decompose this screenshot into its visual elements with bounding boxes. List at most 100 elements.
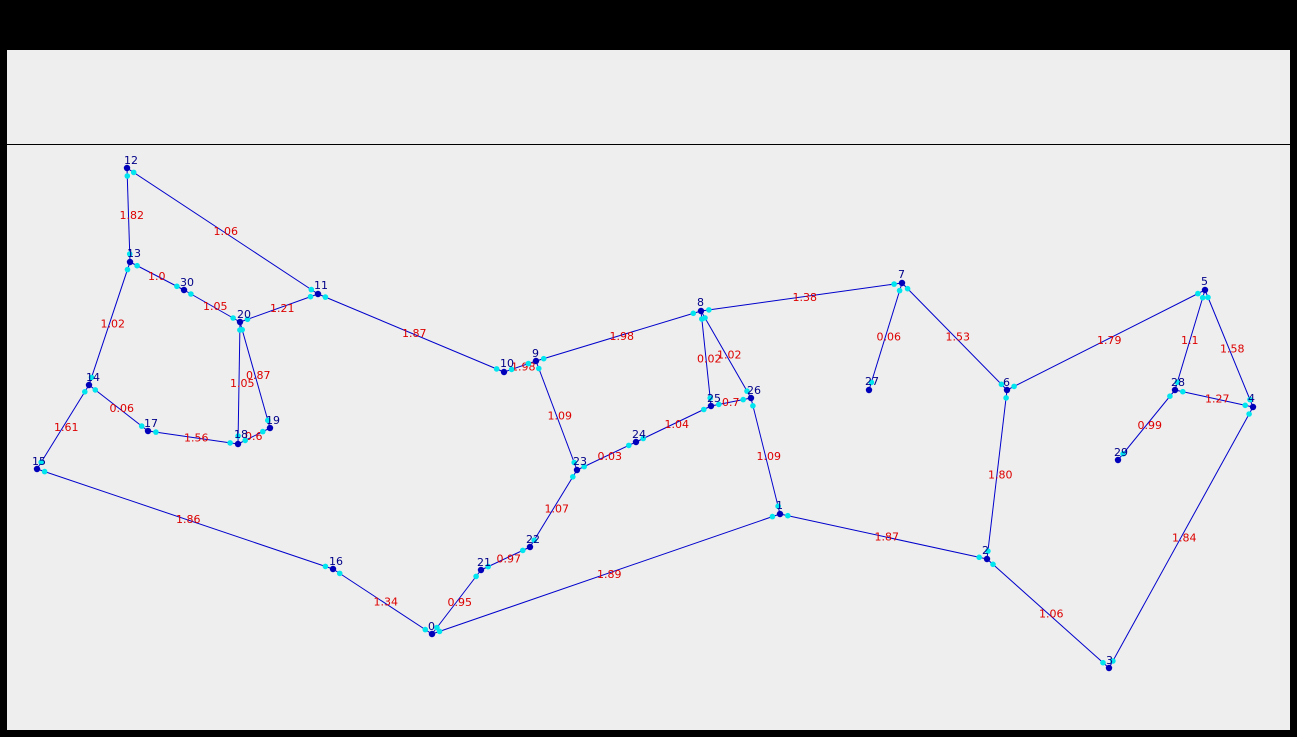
edge-weight-16-0: 1.34 xyxy=(374,596,399,609)
node-27[interactable]: 27 xyxy=(865,375,879,394)
edge-port-15-16-end xyxy=(322,563,329,570)
node-dot[interactable] xyxy=(329,565,337,573)
node-29[interactable]: 29 xyxy=(1114,446,1128,464)
edge-port-22-21-start xyxy=(520,547,526,554)
edge-20-11 xyxy=(239,293,319,323)
node-12[interactable]: 12 xyxy=(123,154,138,172)
node-16[interactable]: 16 xyxy=(329,555,343,573)
edge-port-26-1-start xyxy=(750,403,756,409)
node-dot[interactable] xyxy=(126,258,134,266)
node-dot[interactable] xyxy=(500,368,508,376)
edge-port-7-27-start xyxy=(896,287,903,294)
node-dot[interactable] xyxy=(776,510,784,518)
node-label: 19 xyxy=(266,414,280,427)
node-dot[interactable] xyxy=(33,465,41,473)
edge-14-15 xyxy=(36,384,90,470)
edge-weight-23-24: 0.03 xyxy=(598,450,623,463)
node-28[interactable]: 28 xyxy=(1171,376,1185,394)
edge-port-8-25-end xyxy=(707,395,713,401)
node-6[interactable]: 6 xyxy=(1003,376,1011,394)
node-label: 16 xyxy=(329,555,343,568)
edge-port-9-23-start xyxy=(536,365,542,372)
node-dot[interactable] xyxy=(1105,664,1113,672)
node-dot[interactable] xyxy=(898,279,906,287)
node-dot[interactable] xyxy=(85,381,93,389)
node-5[interactable]: 5 xyxy=(1201,275,1209,294)
node-dot[interactable] xyxy=(697,307,705,315)
node-14[interactable]: 14 xyxy=(85,371,100,389)
node-4[interactable]: 4 xyxy=(1248,392,1257,411)
node-dot[interactable] xyxy=(632,438,640,446)
node-dot[interactable] xyxy=(144,427,152,435)
edge-port-7-27-end xyxy=(868,379,875,386)
edge-port-26-1-end xyxy=(775,503,781,510)
node-dot[interactable] xyxy=(477,566,485,574)
node-15[interactable]: 15 xyxy=(32,455,46,473)
edge-port-9-23-end xyxy=(571,459,577,466)
node-23[interactable]: 23 xyxy=(573,455,587,474)
edge-port-6-5-end xyxy=(1195,290,1201,297)
node-7[interactable]: 7 xyxy=(898,268,906,287)
node-18[interactable]: 18 xyxy=(234,428,248,448)
node-dot[interactable] xyxy=(865,386,873,394)
node-dot[interactable] xyxy=(532,357,540,365)
node-dot[interactable] xyxy=(123,164,131,172)
edge-port-20-18-end xyxy=(235,433,241,439)
node-1[interactable]: 1 xyxy=(776,499,784,518)
edge-port-9-8-start xyxy=(540,355,547,362)
node-dot[interactable] xyxy=(1114,456,1122,464)
node-dot[interactable] xyxy=(983,555,991,563)
edge-port-14-17-start xyxy=(92,387,99,393)
node-dot[interactable] xyxy=(1171,386,1179,394)
node-dot[interactable] xyxy=(747,394,755,402)
node-2[interactable]: 2 xyxy=(982,544,991,563)
node-0[interactable]: 0 xyxy=(428,620,436,638)
edge-port-17-18-start xyxy=(153,429,159,435)
edge-13-14 xyxy=(88,261,131,386)
edge-20-18 xyxy=(237,321,241,445)
node-19[interactable]: 19 xyxy=(266,414,280,432)
node-24[interactable]: 24 xyxy=(632,428,646,446)
edge-port-17-18-end xyxy=(227,440,233,446)
node-21[interactable]: 21 xyxy=(477,556,491,574)
node-17[interactable]: 17 xyxy=(144,417,158,435)
node-label: 29 xyxy=(1114,446,1128,459)
node-dot[interactable] xyxy=(236,318,244,326)
node-22[interactable]: 22 xyxy=(526,533,540,551)
edge-0-1 xyxy=(431,513,781,635)
node-dot[interactable] xyxy=(266,424,274,432)
node-dot[interactable] xyxy=(707,402,715,410)
node-26[interactable]: 26 xyxy=(747,384,761,402)
node-dot[interactable] xyxy=(1249,403,1257,411)
node-20[interactable]: 20 xyxy=(236,308,251,326)
edge-2-3 xyxy=(986,558,1110,669)
edge-weight-8-25: 0.02 xyxy=(697,353,722,366)
edge-port-13-14-start xyxy=(124,266,131,273)
edge-port-13-14-end xyxy=(88,374,95,381)
node-10[interactable]: 10 xyxy=(500,357,514,376)
node-dot[interactable] xyxy=(234,440,242,448)
edge-12-13 xyxy=(126,167,131,263)
edge-weight-8-26: 1.02 xyxy=(717,349,742,362)
node-dot[interactable] xyxy=(1201,286,1209,294)
edge-port-28-29-end xyxy=(1120,451,1126,457)
node-dot[interactable] xyxy=(573,466,581,474)
node-13[interactable]: 13 xyxy=(126,247,141,266)
node-3[interactable]: 3 xyxy=(1105,654,1113,672)
edge-port-30-20-end xyxy=(230,315,236,321)
node-dot[interactable] xyxy=(428,630,436,638)
node-dot[interactable] xyxy=(180,286,188,294)
node-8[interactable]: 8 xyxy=(697,296,705,315)
edge-weight-7-27: 0.06 xyxy=(877,331,902,344)
node-9[interactable]: 9 xyxy=(532,347,540,365)
node-30[interactable]: 30 xyxy=(180,276,194,294)
node-11[interactable]: 11 xyxy=(314,279,328,298)
edge-weight-5-28: 1.1 xyxy=(1181,334,1199,347)
edge-port-11-10-start xyxy=(322,294,329,300)
node-25[interactable]: 25 xyxy=(707,392,721,410)
edge-port-28-4-end xyxy=(1242,402,1248,409)
node-dot[interactable] xyxy=(314,290,322,298)
edge-weight-14-17: 0.06 xyxy=(110,402,135,415)
node-dot[interactable] xyxy=(526,543,534,551)
node-dot[interactable] xyxy=(1003,386,1011,394)
